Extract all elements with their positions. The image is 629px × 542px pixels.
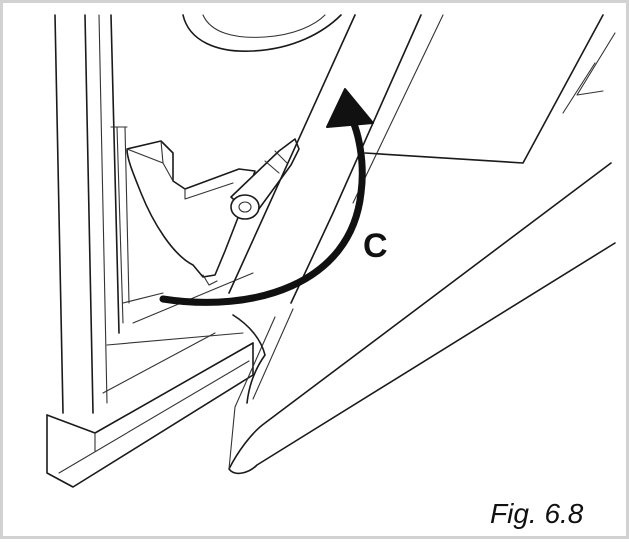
door-hinge-illustration <box>46 14 616 488</box>
frame-foot <box>46 332 254 488</box>
top-roller <box>182 14 342 52</box>
arrow-label: C <box>363 227 388 265</box>
oven-frame <box>54 14 130 414</box>
rotation-arrow <box>159 88 374 306</box>
oven-cavity <box>122 272 254 324</box>
hinge-pin <box>230 138 300 220</box>
hinge-bracket <box>126 140 256 278</box>
figure-caption: Fig. 6.8 <box>490 498 584 529</box>
door-latch <box>202 274 266 404</box>
oven-door <box>228 14 616 475</box>
